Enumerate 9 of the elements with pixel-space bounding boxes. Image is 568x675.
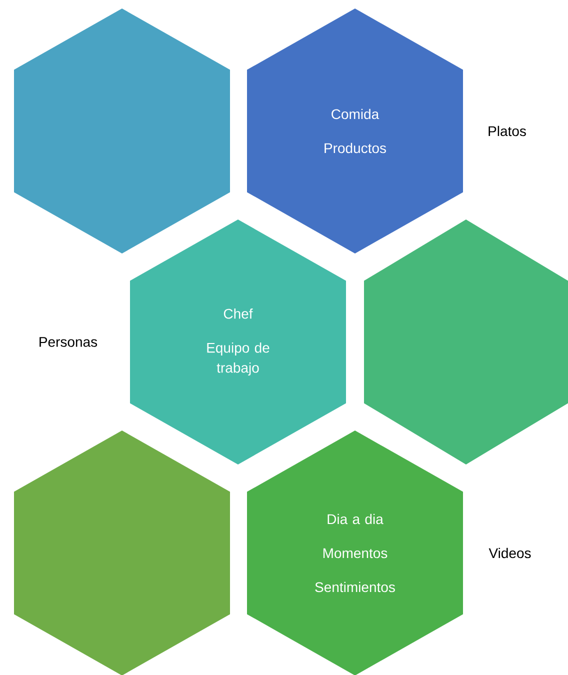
hexagon (14, 8, 230, 254)
side-label: Platos (488, 126, 526, 136)
side-label: Personas (40, 337, 98, 347)
hexagon: Chef Equipo de trabajo (130, 220, 346, 464)
hexagon (14, 430, 230, 675)
hexagon: Dia a dia Momentos Sentimientos (247, 430, 463, 675)
hexagon (364, 220, 568, 464)
hexagon: Comida Productos (247, 8, 463, 254)
side-label: Videos (488, 548, 531, 558)
